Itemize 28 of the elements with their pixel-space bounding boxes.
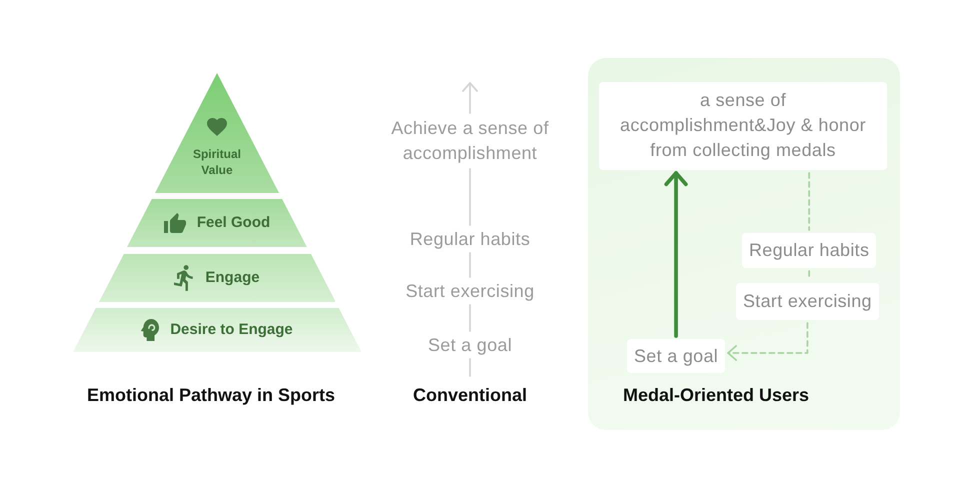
arrow xyxy=(664,171,688,338)
panel-heading: Medal-Oriented Users xyxy=(623,384,810,406)
column-heading: Emotional Pathway in Sports xyxy=(86,384,336,406)
panel xyxy=(588,58,900,430)
tier-label: Feel Good xyxy=(196,214,270,232)
dashed-arrow xyxy=(727,322,808,361)
step-text: Start exercising xyxy=(406,280,534,302)
step-text: Set a goal xyxy=(428,334,512,356)
tier-label: Spiritual Value xyxy=(192,146,242,178)
arrow xyxy=(462,82,478,114)
step-box: Start exercising xyxy=(736,283,879,320)
step-box: Set a goal xyxy=(627,339,726,373)
step-box: Regular habits xyxy=(742,233,876,268)
step-text: Achieve a sense of accomplishment xyxy=(384,116,556,166)
connector-line xyxy=(469,304,471,332)
pyramid-tier xyxy=(154,73,280,193)
connector-line xyxy=(469,252,471,278)
result-box: a sense of accomplishment&Joy & honor from collecting medals xyxy=(599,82,887,170)
tier-label: Engage xyxy=(205,269,260,287)
column-heading: Conventional xyxy=(413,384,527,406)
connector-line xyxy=(469,358,471,377)
pyramid-tier xyxy=(127,199,307,247)
pyramid-tier xyxy=(72,308,362,352)
tier-label: Desire to Engage xyxy=(170,321,293,339)
step-text: Regular habits xyxy=(410,228,530,250)
pyramid-tier xyxy=(98,254,336,302)
connector-line xyxy=(469,168,471,226)
dashed-connector-line xyxy=(808,172,810,231)
